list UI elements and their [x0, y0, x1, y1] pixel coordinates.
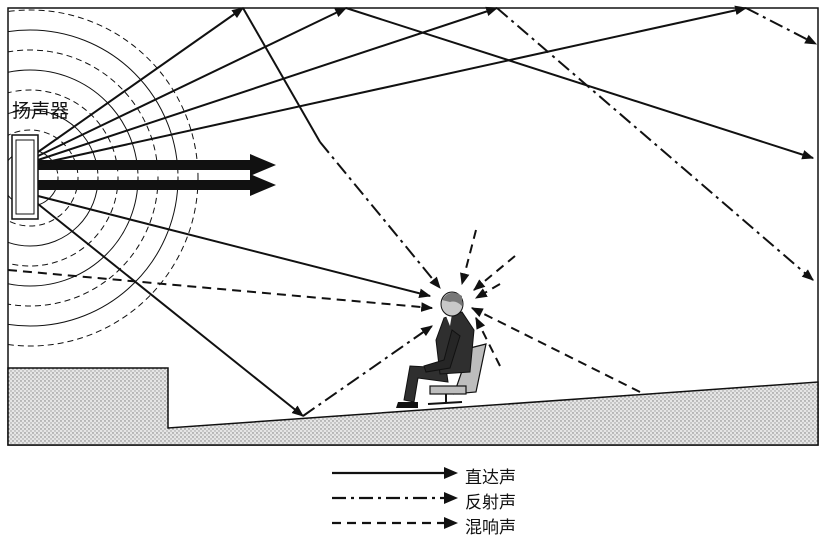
legend-item-reverberant: 混响声: [330, 511, 590, 538]
listener-figure: [396, 291, 487, 408]
floor-stage: [7, 367, 819, 446]
legend-dashed-arrow-icon: [332, 517, 458, 529]
legend: 直达声 反射声 混响声: [330, 461, 590, 538]
legend-solid-arrow-icon: [332, 467, 458, 479]
legend-item-reflected: 反射声: [330, 486, 590, 513]
reverberant-rays: [7, 229, 641, 393]
legend-item-direct: 直达声: [330, 461, 590, 488]
reflected-rays: [302, 7, 818, 417]
legend-label-reverberant: 混响声: [465, 518, 516, 538]
sound-wave-arcs: [8, 9, 199, 347]
legend-dashdot-arrow-icon: [332, 492, 458, 504]
direct-beam-arrows: [38, 154, 276, 196]
legend-label-direct: 直达声: [465, 468, 516, 488]
solid-rays: [37, 5, 815, 417]
speaker-label: 扬声器: [12, 100, 70, 122]
speaker-icon: [11, 134, 39, 220]
legend-label-reflected: 反射声: [465, 493, 516, 513]
